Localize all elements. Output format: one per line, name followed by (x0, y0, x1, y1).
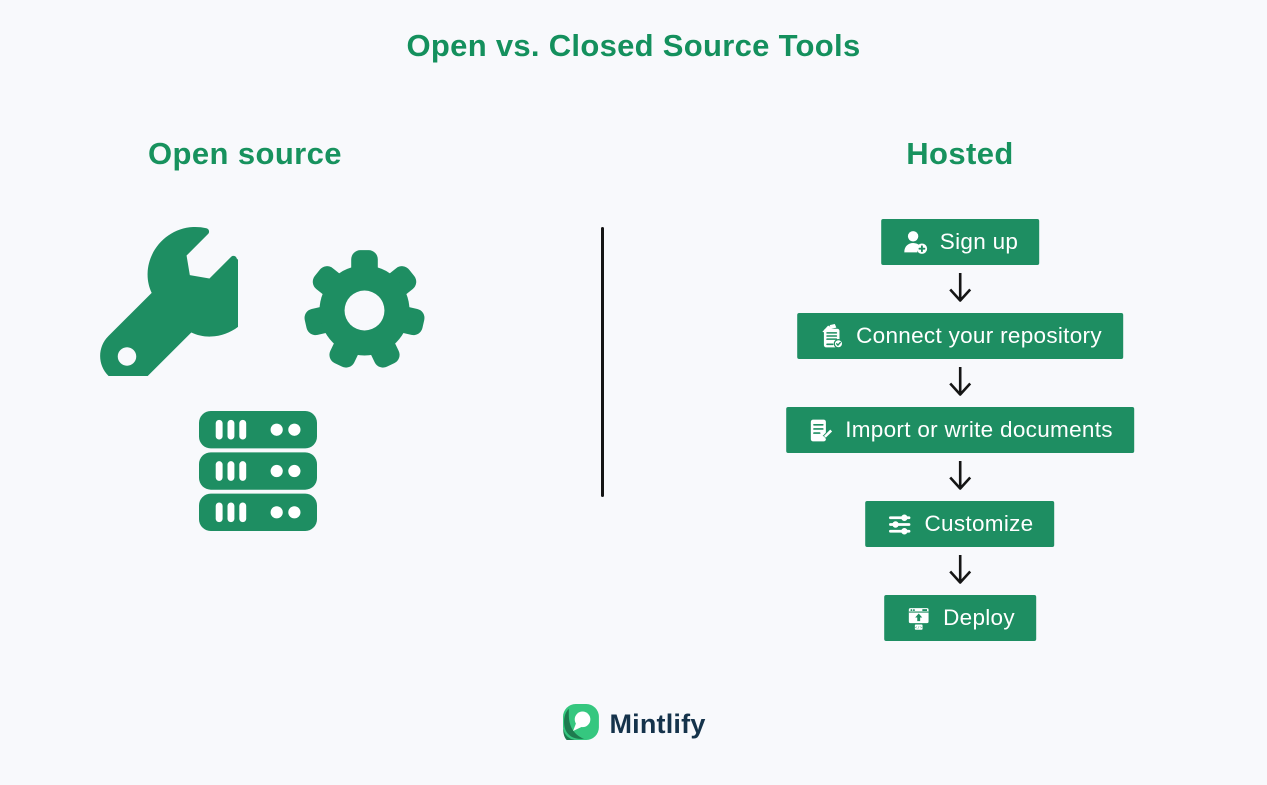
wrench-icon (90, 226, 258, 384)
server-stack-icon (199, 411, 317, 538)
flow-step: Sign up (880, 219, 1040, 265)
user-add-icon (902, 229, 929, 256)
brand-name: Mintlify (609, 709, 706, 739)
brand-footer: Mintlify (561, 703, 705, 746)
flow-arrow (944, 359, 976, 407)
vertical-divider (601, 227, 604, 497)
flow-step: Import or write documents (786, 407, 1134, 453)
flow-step-label: Deploy (943, 605, 1015, 630)
open-source-heading: Open source (148, 136, 342, 171)
down-arrow-icon (949, 555, 971, 584)
flow-step-label: Sign up (939, 229, 1019, 254)
hosted-flow: Sign up Connect your repository (786, 219, 1134, 641)
flow-step: </> Deploy (884, 595, 1036, 641)
mintlify-leaf-icon (561, 703, 599, 746)
flow-step-label: Import or write documents (845, 417, 1113, 442)
svg-text:</>: </> (915, 625, 923, 629)
flow-arrow (944, 547, 976, 595)
down-arrow-icon (949, 461, 971, 490)
flow-step: Customize (865, 501, 1055, 547)
down-arrow-icon (949, 273, 971, 302)
flow-step-label: Connect your repository (856, 323, 1102, 348)
flow-step: Connect your repository (797, 313, 1123, 359)
page-title: Open vs. Closed Source Tools (406, 28, 861, 63)
flow-step-label: Customize (924, 511, 1034, 536)
flow-arrow (944, 265, 976, 313)
flow-arrow (944, 453, 976, 501)
repository-icon (818, 323, 845, 350)
document-edit-icon (807, 417, 834, 444)
deploy-window-icon: </> (905, 605, 932, 632)
gear-icon (297, 244, 432, 382)
sliders-icon (887, 511, 914, 538)
down-arrow-icon (949, 367, 971, 396)
hosted-heading: Hosted (906, 136, 1014, 171)
